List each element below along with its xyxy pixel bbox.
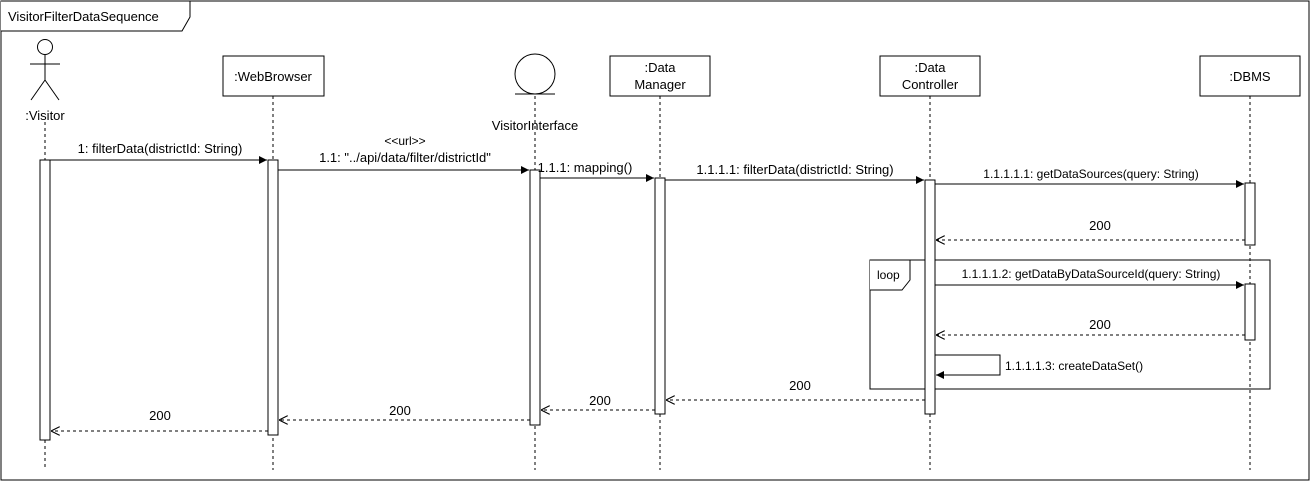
loop-fragment: loop — [869, 259, 1271, 390]
participant-datamanager-line1: :Data — [644, 60, 676, 75]
participant-datacontroller-line2: Controller — [902, 77, 959, 92]
activation-webbrowser — [267, 159, 279, 436]
message-1-1-1-1-3-arrow — [935, 354, 1001, 379]
participant-visitorinterface-label: VisitorInterface — [492, 118, 578, 133]
participant-datacontroller: :Data Controller — [879, 55, 981, 97]
participant-datamanager: :Data Manager — [609, 55, 711, 97]
participant-dbms: :DBMS — [1199, 55, 1301, 97]
return-1-1-1-label: 200 — [589, 393, 611, 408]
activation-datamanager — [654, 177, 666, 415]
activation-dbms-1 — [1244, 182, 1256, 246]
activation-visitorinterface — [529, 169, 541, 426]
participant-visitorinterface: VisitorInterface — [492, 53, 578, 133]
message-1-1-1-1-3-label: 1.1.1.1.3: createDataSet() — [1005, 359, 1143, 373]
participant-webbrowser-label: :WebBrowser — [234, 69, 312, 84]
participant-datamanager-line2: Manager — [634, 77, 686, 92]
activation-datacontroller — [924, 179, 936, 415]
participant-dbms-label: :DBMS — [1229, 69, 1271, 84]
message-1-1-stereotype: <<url>> — [384, 134, 425, 148]
participant-datacontroller-line1: :Data — [914, 60, 946, 75]
return-1-1-1-1-1-label: 200 — [1089, 218, 1111, 233]
return-1-label: 200 — [149, 408, 171, 423]
participant-visitor: :Visitor — [25, 39, 65, 123]
participant-visitor-label: :Visitor — [25, 108, 65, 123]
return-1-1-1-1-2-label: 200 — [1089, 317, 1111, 332]
return-1-1-label: 200 — [389, 403, 411, 418]
actor-icon — [30, 39, 60, 101]
message-1-1-1-label: 1.1.1: mapping() — [538, 160, 633, 175]
activation-visitor — [39, 159, 51, 441]
activation-dbms-2 — [1244, 283, 1256, 341]
return-1-1-1-1-label: 200 — [789, 378, 811, 393]
loop-operator-label: loop — [877, 268, 900, 282]
messages — [50, 156, 1245, 431]
message-1-label: 1: filterData(districtId: String) — [78, 141, 243, 156]
message-labels: 1: filterData(districtId: String) <<url>… — [78, 134, 1221, 423]
participant-webbrowser: :WebBrowser — [222, 55, 325, 97]
message-1-1-1-1-1-label: 1.1.1.1.1: getDataSources(query: String) — [983, 167, 1198, 181]
activation-bars — [39, 159, 1256, 441]
message-1-1-1-1-label: 1.1.1.1: filterData(districtId: String) — [696, 162, 893, 177]
message-1-1-label: 1.1: "../api/data/filter/districtId" — [319, 150, 491, 165]
frame-title: VisitorFilterDataSequence — [8, 9, 159, 24]
message-1-1-1-1-2-label: 1.1.1.1.2: getDataByDataSourceId(query: … — [962, 267, 1221, 281]
boundary-icon — [514, 53, 556, 95]
